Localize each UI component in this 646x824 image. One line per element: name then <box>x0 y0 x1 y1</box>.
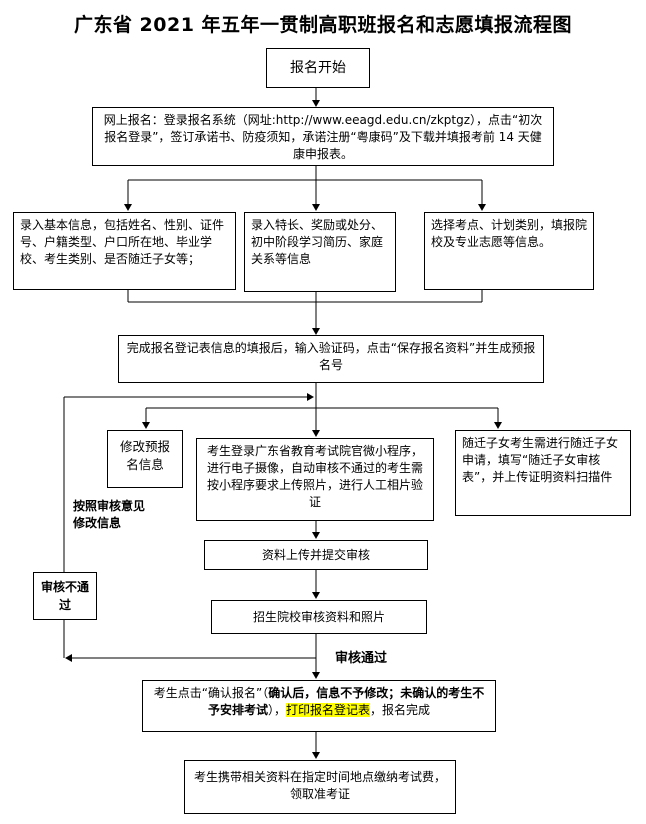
node-choice-info: 选择考点、计划类别，填报院校及专业志愿等信息。 <box>424 212 594 290</box>
print-form-highlight: 打印报名登记表 <box>286 703 371 717</box>
node-complete-form: 完成报名登记表信息的填报后，输入验证码，点击“保存报名资料”并生成预报名号 <box>118 335 544 383</box>
confirm-text-c: ，报名完成 <box>370 703 431 717</box>
confirm-text-a: 考生点击“确认报名”（ <box>153 686 269 700</box>
node-migrant-child: 随迁子女考生需进行随迁子女申请，填写“随迁子女审核表”，并上传证明资料扫描件 <box>455 430 631 516</box>
node-school-review: 招生院校审核资料和照片 <box>211 600 427 634</box>
label-review-failed: 审核不通过 <box>33 572 97 620</box>
page-title: 广东省 2021 年五年一贯制高职班报名和志愿填报流程图 <box>73 14 573 36</box>
node-modify-info: 修改预报名信息 <box>107 430 183 488</box>
node-start: 报名开始 <box>266 48 370 88</box>
node-confirm-registration: 考生点击“确认报名”（确认后，信息不予修改；未确认的考生不予安排考试），打印报名… <box>142 680 496 732</box>
node-specialty-info: 录入特长、奖励或处分、初中阶段学习简历、家庭关系等信息 <box>244 212 396 292</box>
confirm-text-bold: 确认后，信息不予修改；未确认的考生不予安排考试 <box>207 686 485 717</box>
node-pay-fee: 考生携带相关资料在指定时间地点缴纳考试费，领取准考证 <box>184 760 456 814</box>
node-upload-submit: 资料上传并提交审核 <box>204 540 428 570</box>
node-photo-verify: 考生登录广东省教育考试院官微小程序，进行电子摄像，自动审核不通过的考生需按小程序… <box>196 438 434 521</box>
confirm-text-b: ）， <box>267 703 286 717</box>
label-modify-note: 按照审核意见修改信息 <box>73 499 146 530</box>
node-basic-info: 录入基本信息，包括姓名、性别、证件号、户籍类型、户口所在地、毕业学校、考生类别、… <box>13 212 236 290</box>
label-review-passed: 审核通过 <box>335 651 388 666</box>
node-online-registration: 网上报名：登录报名系统（网址:http://www.eeagd.edu.cn/z… <box>92 107 554 166</box>
